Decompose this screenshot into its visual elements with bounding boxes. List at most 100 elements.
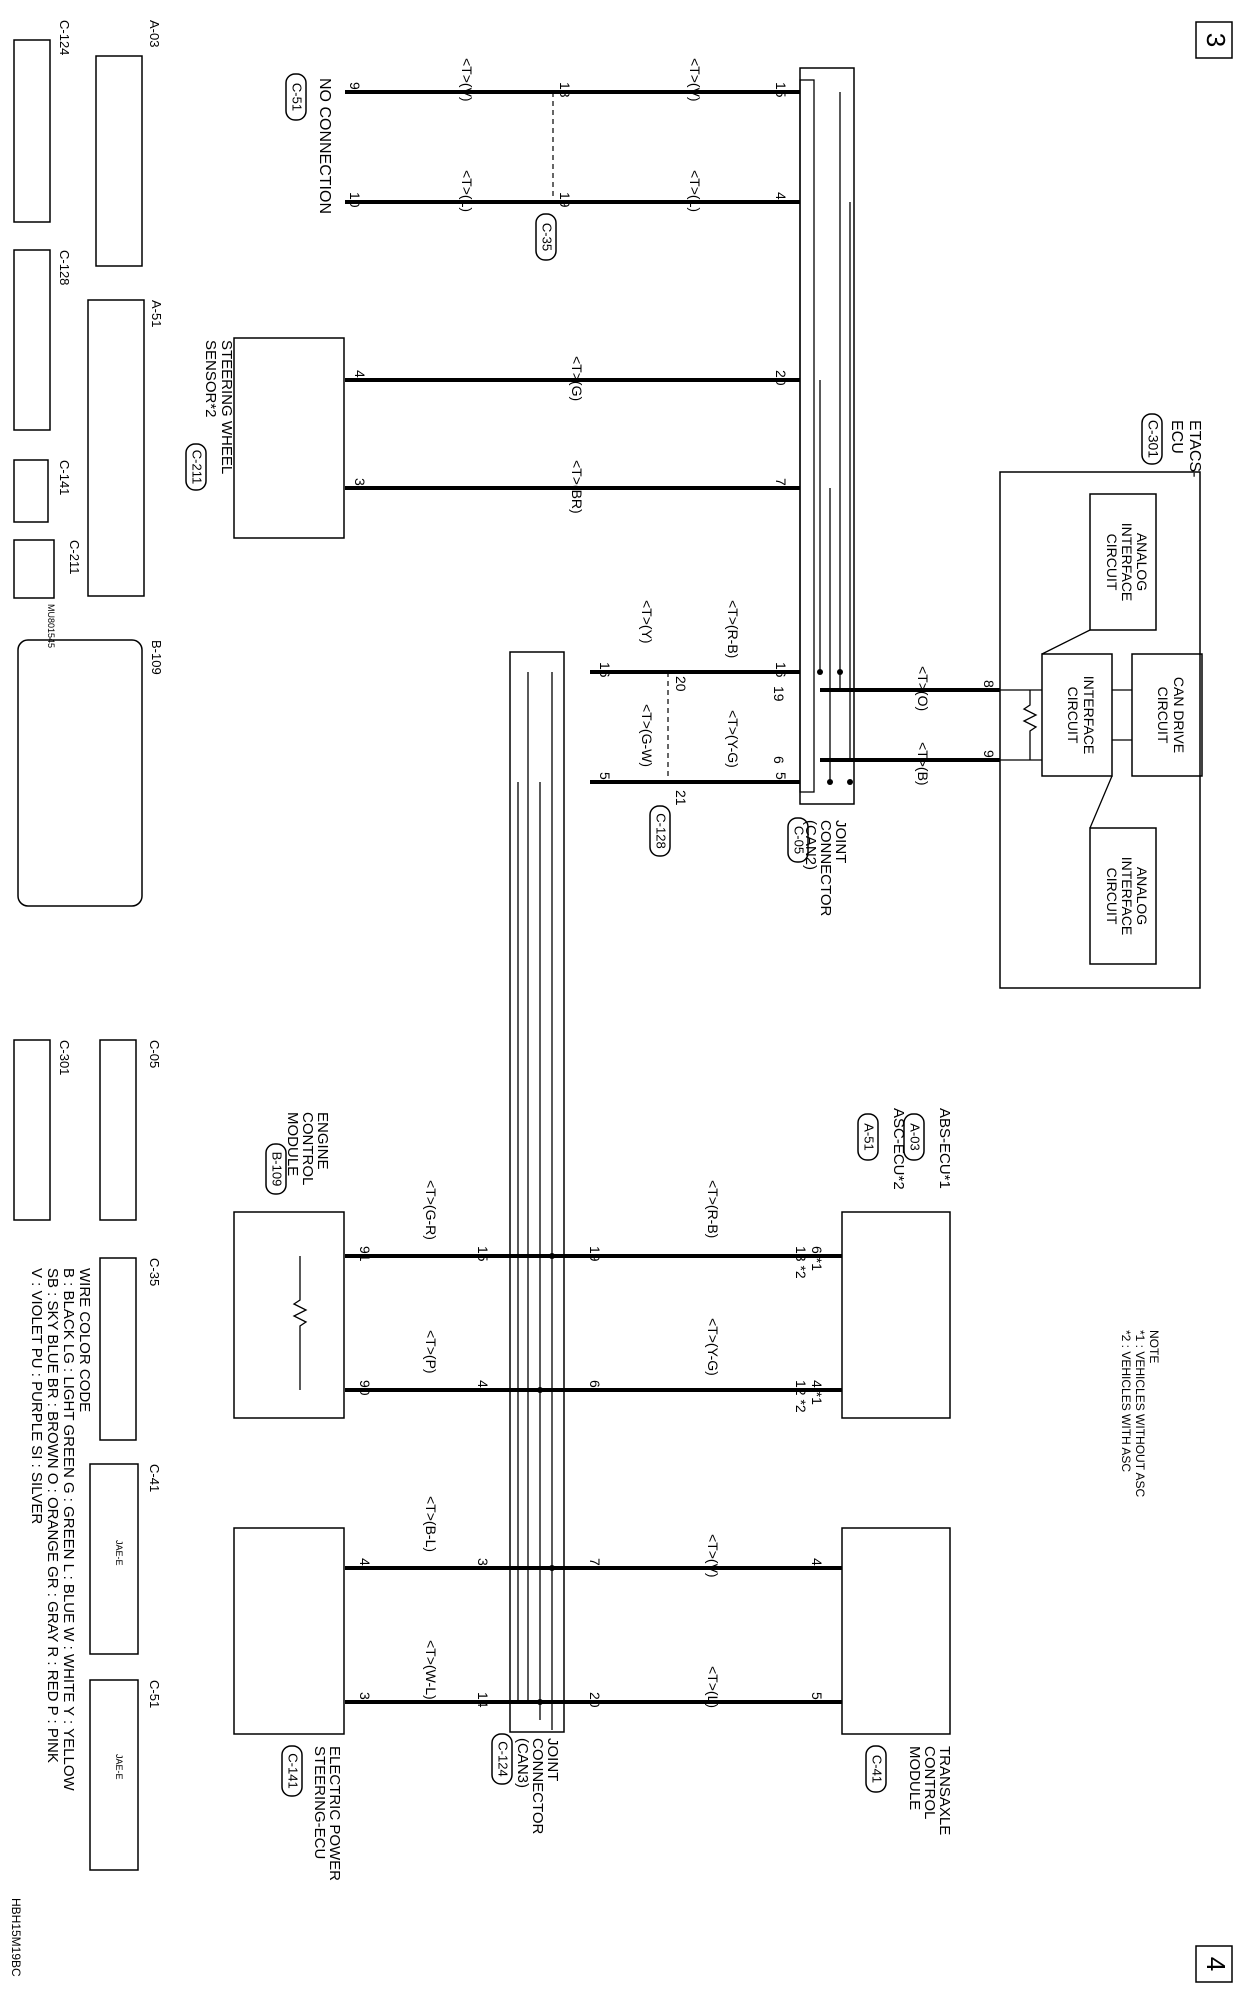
wire-label-o: <T>(O) (915, 666, 931, 711)
svg-text:C-124: C-124 (57, 20, 72, 55)
analog-interface-top-label: ANALOG INTERFACE CIRCUIT (1104, 523, 1150, 602)
svg-text:4: 4 (809, 1558, 825, 1566)
note-block: NOTE *1 : VEHICLES WITHOUT ASC *2 : VEHI… (1119, 1330, 1161, 1497)
analog-interface-bottom-label: ANALOG INTERFACE CIRCUIT (1104, 857, 1150, 936)
svg-text:A-51: A-51 (149, 300, 164, 327)
svg-text:CONNECTOR: CONNECTOR (817, 820, 834, 917)
svg-text:4 *1: 4 *1 (809, 1380, 825, 1405)
pin-9: 9 (981, 750, 997, 758)
svg-text:STEERING-ECU: STEERING-ECU (311, 1746, 328, 1859)
svg-text:ENGINE: ENGINE (314, 1112, 331, 1170)
connector-c41: C-41 JAE-E (89, 1463, 162, 1655)
c124-code: C-124 (496, 1741, 511, 1776)
svg-text:A-03: A-03 (147, 20, 162, 47)
connector-c301: C-301 (13, 1039, 72, 1221)
svg-text:4: 4 (357, 1558, 373, 1566)
svg-text:B-109: B-109 (149, 640, 164, 675)
svg-text:3: 3 (475, 1558, 491, 1566)
etacs-title: ETACS- (1186, 420, 1203, 477)
pin-9b: 9 (347, 82, 363, 90)
can-drive-circuit-label: CAN DRIVE CIRCUIT (1155, 677, 1187, 753)
svg-text:6 *1: 6 *1 (809, 1246, 825, 1271)
pin-7: 7 (773, 478, 789, 486)
eps-ecu-box (233, 1527, 345, 1735)
svg-text:6: 6 (587, 1380, 603, 1388)
svg-text:TRANSAXLE: TRANSAXLE (936, 1746, 953, 1835)
interface-circuit-box (1041, 653, 1113, 777)
pin-10: 10 (347, 192, 363, 208)
svg-text:JOINT: JOINT (544, 1738, 561, 1781)
steering-wheel-sensor-box (233, 337, 345, 539)
svg-text:JOINT: JOINT (832, 820, 849, 863)
c128-code: C-128 (654, 813, 669, 848)
wire-label-g-w: <T>(G-W) (639, 704, 655, 767)
svg-text:C-51: C-51 (147, 1680, 162, 1708)
transaxle-control-module-box (841, 1527, 951, 1735)
svg-text:MU801545: MU801545 (46, 604, 56, 648)
svg-text:C-35: C-35 (147, 1258, 162, 1286)
wire-label-b: <T>(B) (915, 742, 931, 786)
connector-c51: C-51 JAE-E (89, 1679, 162, 1871)
c51-badge (285, 73, 307, 121)
connector-c128: C-128 (13, 249, 72, 431)
pin-20b: 20 (673, 676, 689, 692)
svg-text:20: 20 (587, 1692, 603, 1708)
svg-text:CONTROL: CONTROL (921, 1746, 938, 1819)
svg-text:5: 5 (809, 1692, 825, 1700)
ecm-label: ENGINE CONTROL MODULE (284, 1112, 331, 1185)
legend-row-1: B : BLACK LG : LIGHT GREEN G : GREEN L :… (60, 1268, 77, 1791)
connector-a03: A-03 (95, 20, 162, 267)
analog-interface-circuit-top (1089, 493, 1157, 631)
analog-interface-circuit-bottom (1089, 827, 1157, 965)
pin-16b: 16 (597, 662, 613, 678)
b109-badge (265, 1143, 287, 1195)
interface-circuit-label: INTERFACE CIRCUIT (1065, 676, 1097, 755)
svg-text:C-128: C-128 (57, 250, 72, 285)
pin-13: 13 *2 (793, 1246, 809, 1279)
svg-text:7: 7 (587, 1558, 603, 1566)
page-number-top: 3 (1201, 33, 1231, 47)
c51-code: C-51 (290, 83, 305, 111)
etacs-code-badge (1141, 413, 1163, 465)
pin-19: 19 (771, 686, 787, 702)
connector-c05: C-05 (99, 1039, 162, 1221)
asc-ecu-label: ASC-ECU*2 (890, 1108, 907, 1190)
a03-badge (903, 1113, 925, 1161)
svg-text:CIRCUIT: CIRCUIT (1155, 687, 1171, 744)
wire-label-r-b-abs: <T>(R-B) (705, 1180, 721, 1238)
eps-label: ELECTRIC POWER STEERING-ECU (311, 1746, 343, 1881)
wire-label-p: <T>(P) (423, 1330, 439, 1374)
legend-title: WIRE COLOR CODE (76, 1268, 93, 1412)
c124-badge (491, 1733, 513, 1785)
abs-ecu-label: ABS-ECU*1 (936, 1108, 953, 1189)
wire-color-legend: WIRE COLOR CODE B : BLACK LG : LIGHT GRE… (28, 1268, 93, 1791)
note-line-2: *2 : VEHICLES WITH ASC (1119, 1330, 1133, 1472)
svg-text:MODULE: MODULE (284, 1112, 301, 1176)
c211-code: C-211 (190, 450, 205, 484)
note-title: NOTE (1147, 1330, 1161, 1363)
svg-text:JAE-E: JAE-E (114, 1540, 124, 1566)
wire-label-w-l: <T>(W-L) (423, 1640, 439, 1700)
c141-code: C-141 (286, 1753, 301, 1788)
joint-connector-can3-box (509, 651, 565, 1733)
wire-label-l1: <T>(L) (687, 170, 703, 212)
pin-91: 91 (357, 1246, 373, 1262)
wire-label-y: <T>(Y) (639, 600, 655, 644)
pin-5: 5 (773, 772, 789, 780)
pin-5b: 5 (597, 772, 613, 780)
wire-label-l-tcm: <T>(L) (705, 1666, 721, 1708)
page-number-box-top (1195, 21, 1233, 59)
svg-text:C-141: C-141 (57, 460, 72, 495)
c211-badge (185, 443, 207, 491)
etacs-code: C-301 (1145, 420, 1161, 458)
joint-connector-can2-box (799, 67, 855, 805)
footer-code: HBH15M19BC (9, 1898, 23, 1977)
steering-sensor-label: STEERING WHEEL SENSOR*2 (202, 340, 235, 474)
pin-12: 12 *2 (793, 1380, 809, 1413)
svg-text:15: 15 (475, 1246, 491, 1262)
pin-90: 90 (357, 1380, 373, 1396)
svg-text:CONTROL: CONTROL (299, 1112, 316, 1185)
c05-badge (787, 817, 809, 863)
svg-text:C-41: C-41 (147, 1464, 162, 1492)
